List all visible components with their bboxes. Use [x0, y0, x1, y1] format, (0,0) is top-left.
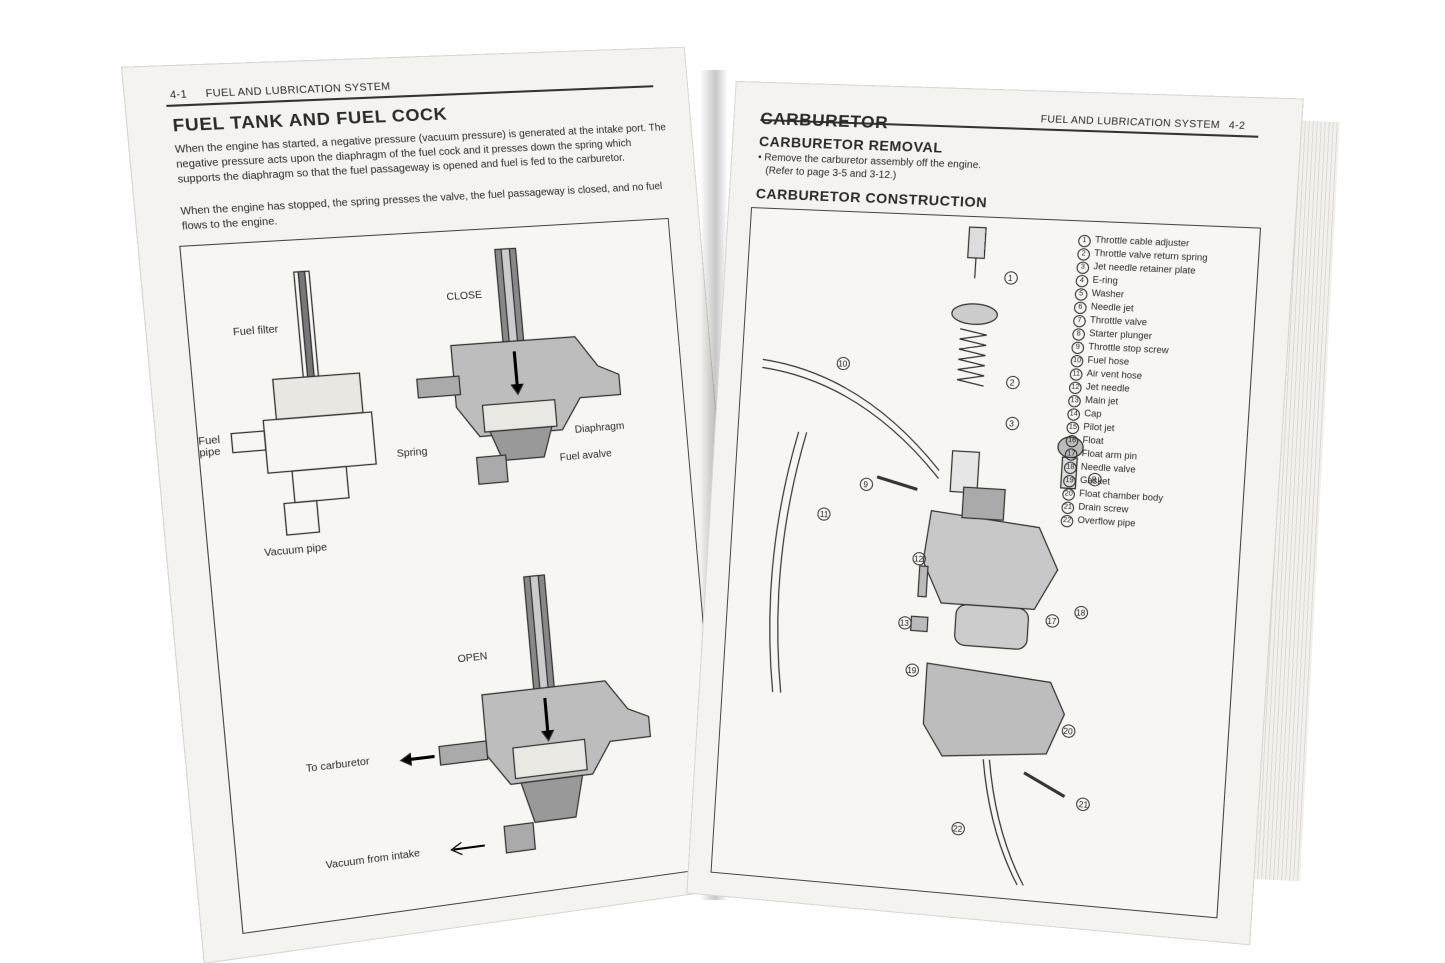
legend-item-number: 9 [1071, 341, 1085, 355]
legend-item-number: 22 [1060, 514, 1074, 528]
legend-item-label: Needle valve [1080, 461, 1137, 475]
svg-text:18: 18 [1076, 608, 1086, 618]
legend-item-label: Main jet [1084, 394, 1119, 407]
svg-text:1: 1 [1008, 274, 1014, 283]
legend-item-number: 19 [1062, 474, 1077, 488]
legend-item-number: 12 [1068, 381, 1082, 395]
legend-item-label: Overflow pipe [1077, 514, 1136, 529]
legend-item-number: 20 [1061, 487, 1076, 502]
carburetor-exploded-figure: 1 2 3 8 9 10 11 12 13 17 18 19 20 21 22 … [710, 207, 1262, 919]
legend-item-label: Air vent hose [1086, 367, 1143, 382]
legend-item-number: 3 [1076, 261, 1090, 275]
legend-item-number: 2 [1076, 248, 1091, 261]
label-close: CLOSE [446, 289, 483, 304]
svg-text:3: 3 [1009, 419, 1015, 428]
legend-item-label: Drain screw [1078, 501, 1129, 515]
legend-item-label: Float arm pin [1081, 447, 1138, 462]
legend-item-number: 4 [1075, 274, 1089, 288]
fuel-cock-drawing [180, 219, 723, 933]
legend-item-number: 18 [1063, 461, 1077, 475]
section-carburetor-construction: CARBURETOR CONSTRUCTION [755, 185, 988, 211]
legend-item-number: 16 [1065, 434, 1079, 448]
svg-text:10: 10 [838, 359, 848, 369]
right-page-number: 4-2 [1228, 120, 1246, 133]
fuel-cock-figure: Fuel filter Fuel pipe Vacuum pipe CLOSE … [179, 217, 725, 934]
svg-text:8: 8 [1091, 475, 1097, 485]
svg-text:20: 20 [1063, 727, 1073, 737]
svg-text:11: 11 [820, 510, 830, 520]
legend-item-number: 6 [1073, 301, 1087, 315]
carburetor-exploded-drawing: 1 2 3 8 9 10 11 12 13 17 18 19 20 21 22 [712, 208, 1260, 917]
legend-item-number: 10 [1070, 354, 1084, 368]
legend-item-number: 21 [1061, 501, 1075, 515]
svg-text:13: 13 [900, 618, 910, 628]
svg-text:22: 22 [953, 824, 963, 834]
right-page: FUEL AND LUBRICATION SYSTEM 4-2 CARBURET… [687, 82, 1303, 945]
legend-item-number: 14 [1066, 408, 1081, 422]
svg-text:2: 2 [1009, 378, 1015, 387]
svg-text:17: 17 [1047, 616, 1057, 626]
legend-item-label: Gasket [1079, 474, 1111, 487]
legend-item-number: 13 [1067, 394, 1082, 408]
left-page-number: 4-1 [169, 89, 188, 102]
legend-item-label: Pilot jet [1083, 421, 1115, 434]
svg-text:12: 12 [914, 554, 924, 564]
legend-item-label: Throttle valve [1089, 314, 1148, 328]
legend-item-number: 7 [1072, 314, 1087, 328]
legend-item-label: Cap [1083, 407, 1102, 420]
legend-item-label: Float [1082, 434, 1104, 447]
legend-item-number: 8 [1071, 328, 1086, 341]
svg-text:9: 9 [863, 480, 869, 489]
legend-item-label: E-ring [1092, 274, 1119, 286]
label-fuel-pipe: Fuel pipe [197, 434, 222, 460]
legend-item-number: 17 [1064, 448, 1078, 462]
legend-item-number: 11 [1069, 368, 1083, 382]
legend-item-number: 15 [1066, 421, 1080, 435]
legend-item-label: Needle jet [1090, 301, 1134, 314]
legend-item-label: Starter plunger [1088, 327, 1153, 342]
legend-item-number: 1 [1077, 234, 1092, 248]
svg-text:21: 21 [1078, 800, 1088, 810]
legend-item-label: Fuel hose [1087, 354, 1130, 367]
legend-item-label: Jet needle [1085, 381, 1130, 394]
legend-item-number: 5 [1074, 288, 1088, 301]
right-page-title: CARBURETOR [759, 108, 889, 133]
legend-item-label: Washer [1091, 287, 1125, 300]
svg-text:19: 19 [907, 666, 917, 676]
left-page: 4-1 FUEL AND LUBRICATION SYSTEM FUEL TAN… [122, 47, 756, 963]
